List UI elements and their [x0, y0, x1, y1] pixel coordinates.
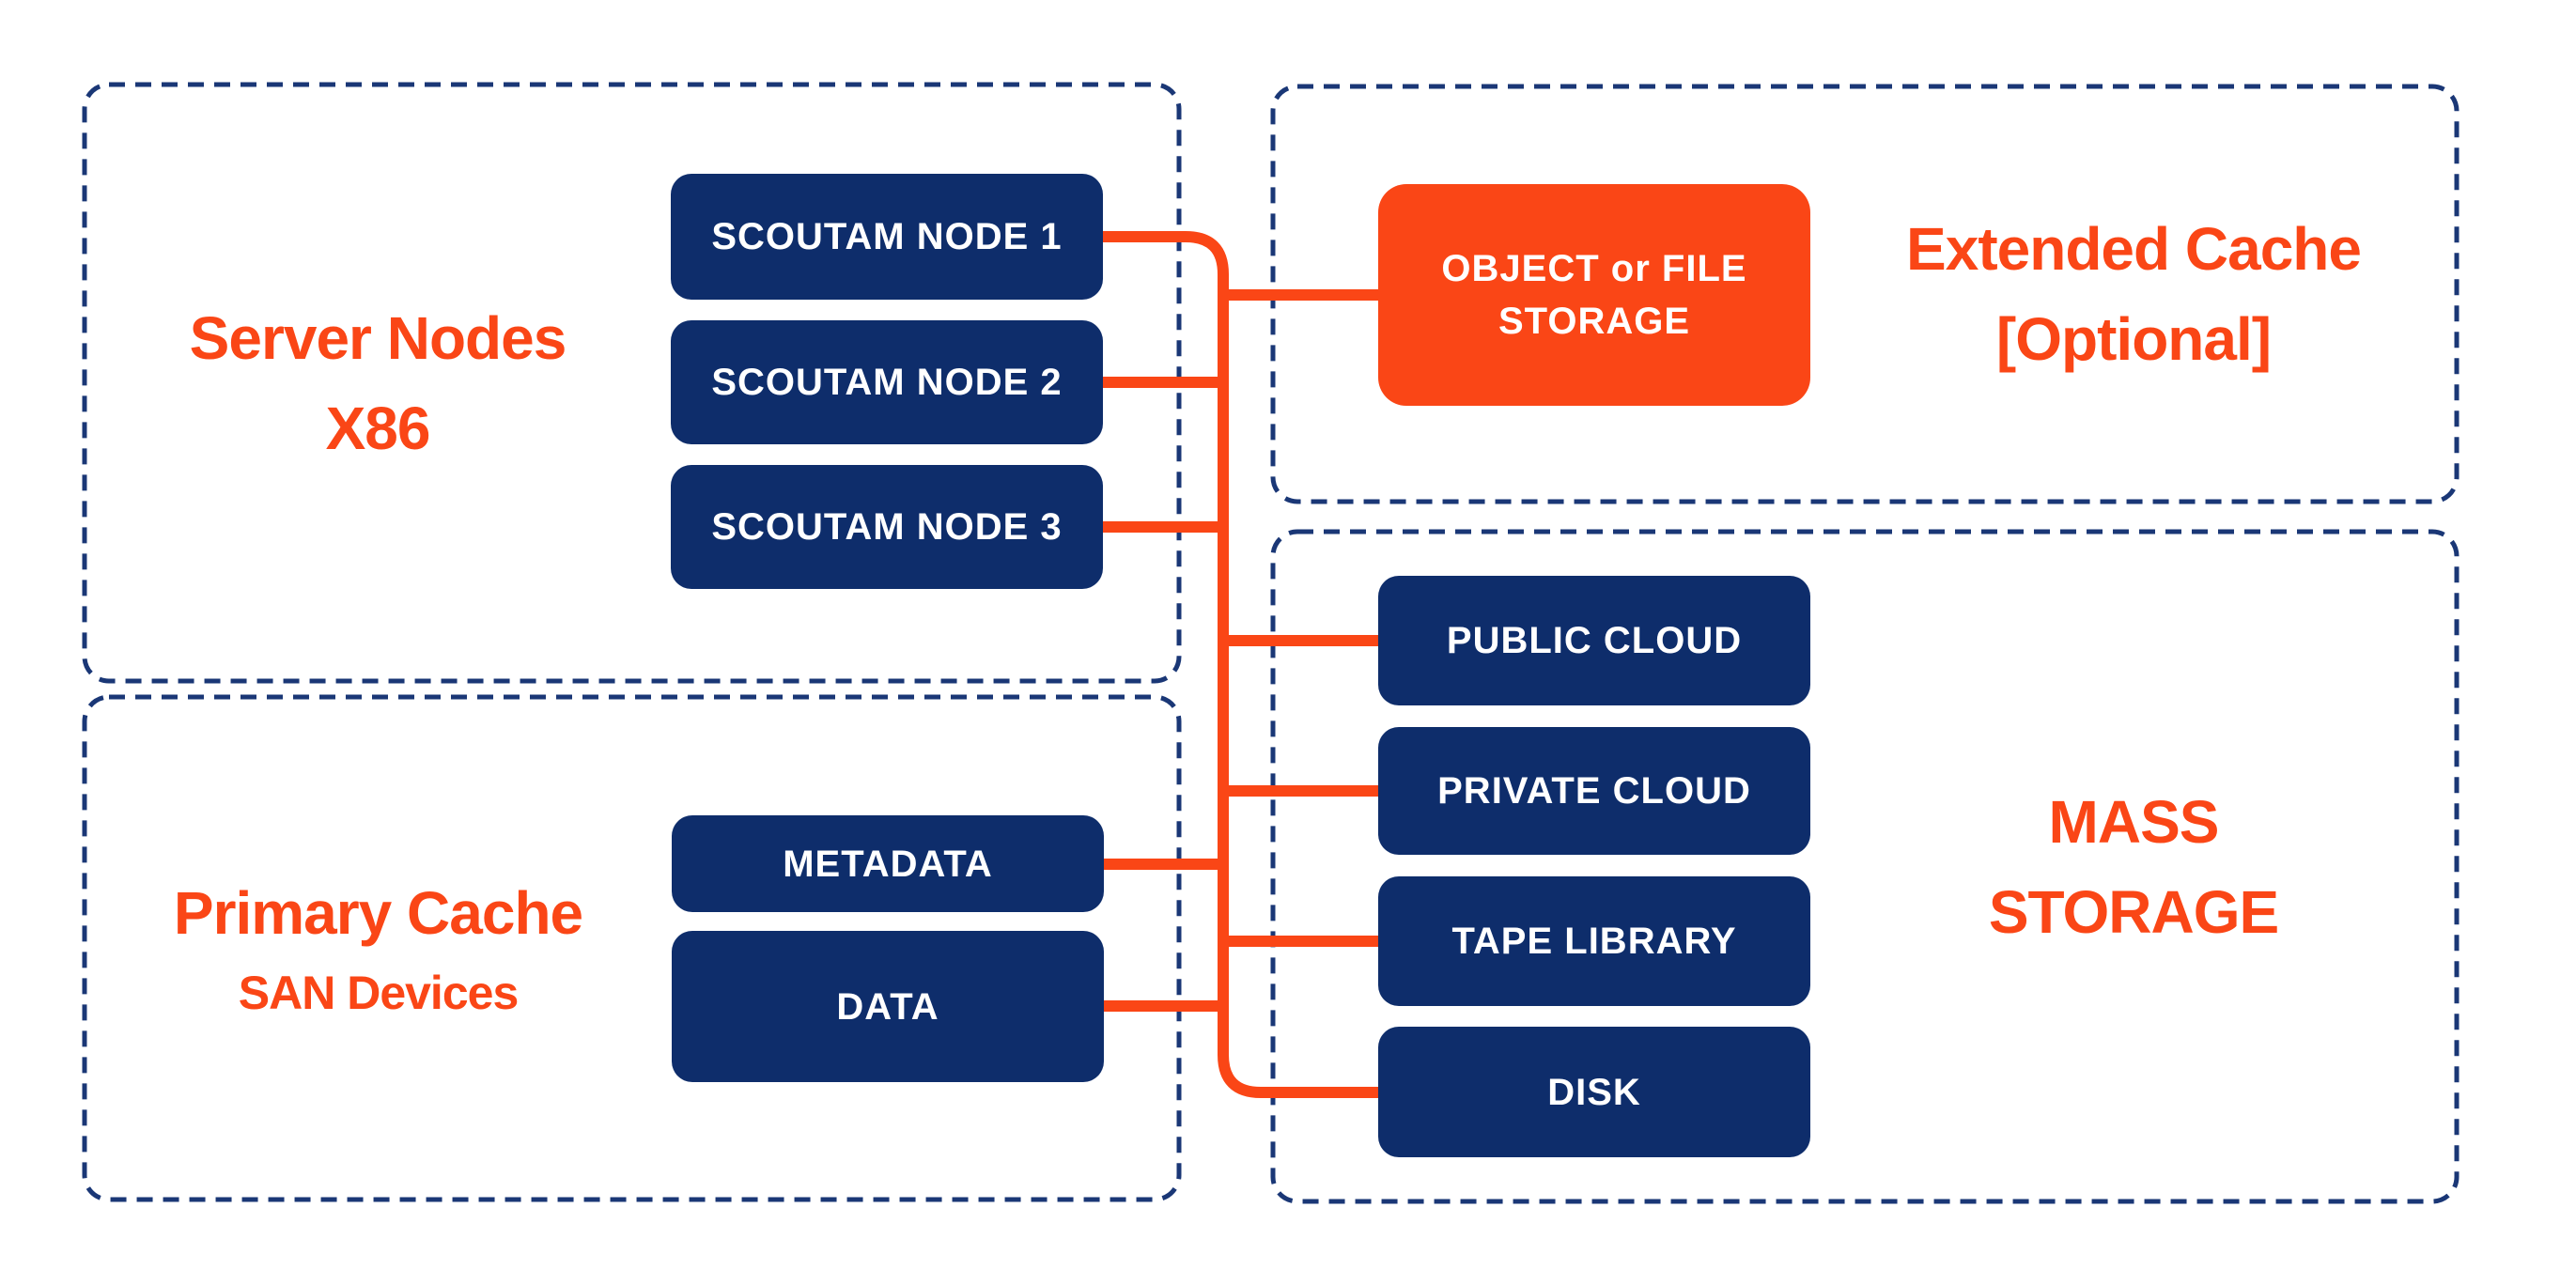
primary-cache-title-line2: SAN Devices — [238, 967, 519, 1019]
server-nodes-title-line1: Server Nodes — [189, 303, 567, 372]
public-cloud-box: PUBLIC CLOUD — [1378, 576, 1810, 705]
server-nodes-title-line2: X86 — [325, 394, 431, 462]
data-box: DATA — [672, 931, 1104, 1082]
mass-storage-group-title: MASS STORAGE — [1810, 532, 2457, 1201]
server-nodes-group-title: Server Nodes X86 — [85, 85, 671, 681]
scoutam-node-1-box: SCOUTAM NODE 1 — [671, 174, 1103, 300]
private-cloud-box: PRIVATE CLOUD — [1378, 727, 1810, 855]
object-or-file-storage-box: OBJECT or FILE STORAGE — [1378, 184, 1810, 406]
tape-library-box: TAPE LIBRARY — [1378, 876, 1810, 1006]
scoutam-node-3-box: SCOUTAM NODE 3 — [671, 465, 1103, 589]
mass-storage-title-line2: STORAGE — [1988, 877, 2279, 946]
mass-storage-container-border — [1270, 529, 2460, 1204]
extended-cache-title-line1: Extended Cache — [1906, 215, 2362, 283]
scoutam-node-2-box: SCOUTAM NODE 2 — [671, 320, 1103, 444]
server-nodes-container-border — [82, 82, 1182, 684]
extended-cache-group-title: Extended Cache [Optional] — [1810, 86, 2457, 502]
extended-cache-title-line2: [Optional] — [1995, 305, 2272, 373]
connector-main-bus — [1103, 231, 1379, 1098]
primary-cache-title-line1: Primary Cache — [173, 879, 583, 947]
disk-box: DISK — [1378, 1027, 1810, 1157]
mass-storage-title-line1: MASS — [2048, 787, 2220, 856]
primary-cache-group-title: Primary Cache SAN Devices — [85, 697, 672, 1200]
metadata-box: METADATA — [672, 815, 1104, 912]
